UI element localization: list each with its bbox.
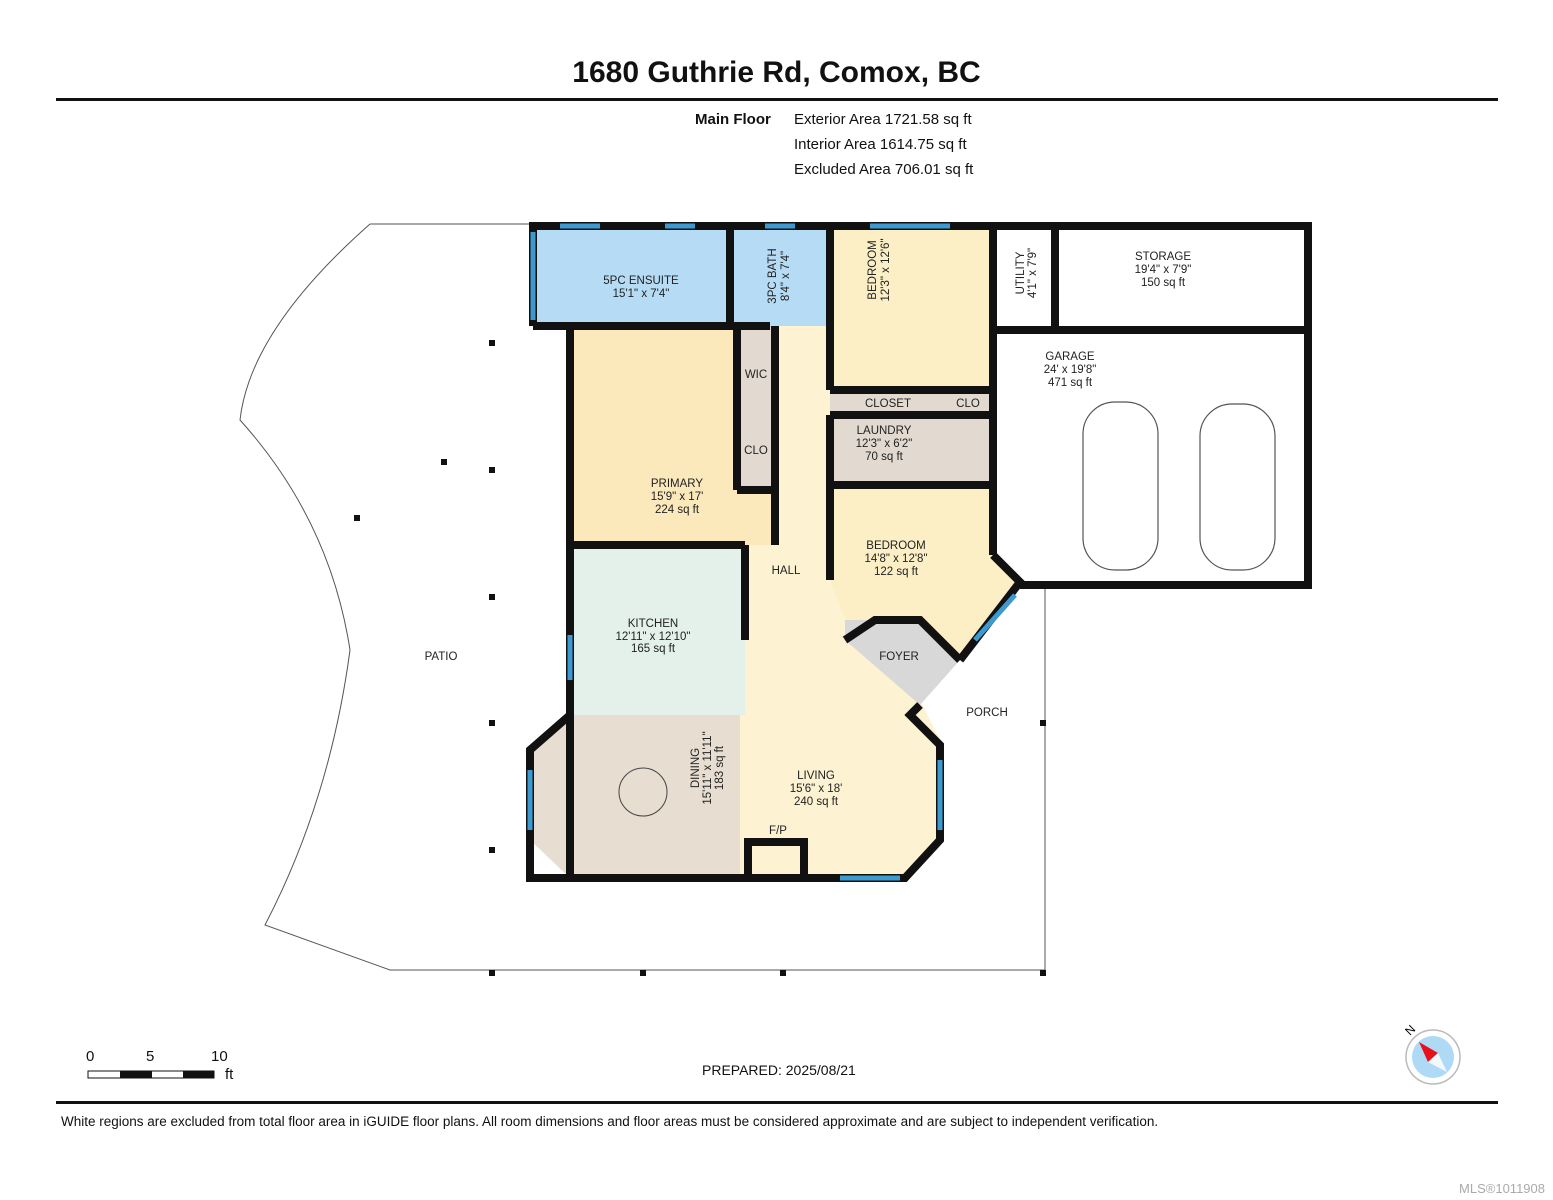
footer-divider	[56, 1101, 1498, 1104]
label-laundry: LAUNDRY	[857, 425, 912, 437]
area-primary: 224 sq ft	[655, 504, 700, 516]
scale-tick-10: 10	[211, 1048, 228, 1065]
room-clo-2	[945, 390, 993, 415]
label-hall: HALL	[772, 565, 801, 577]
dims-primary: 15'9" x 17'	[651, 491, 704, 503]
label-garage: GARAGE	[1045, 351, 1095, 363]
dims-laundry: 12'3" x 6'2"	[856, 438, 913, 450]
room-clo-1	[737, 420, 775, 490]
patio-outline	[239, 223, 1046, 971]
car-icons	[1082, 401, 1276, 571]
windows	[527, 223, 1017, 881]
dims-garage: 24' x 19'8"	[1044, 364, 1097, 376]
dims-bedroom-1: 12'3" x 12'6"	[880, 238, 892, 301]
label-storage: STORAGE	[1135, 251, 1191, 263]
label-wic: WIC	[745, 369, 767, 381]
label-bedroom-2: BEDROOM	[866, 540, 925, 552]
prepared-date: PREPARED: 2025/08/21	[702, 1062, 856, 1078]
patio-posts	[354, 340, 1046, 976]
room-foyer	[845, 620, 960, 705]
footnote: White regions are excluded from total fl…	[61, 1114, 1159, 1129]
dims-dining: 15'11" x 11'11"	[702, 731, 714, 804]
room-ensuite	[533, 226, 730, 326]
room-bedroom-1	[830, 226, 993, 390]
dims-bedroom-2: 14'8" x 12'8"	[864, 553, 927, 565]
room-garage	[993, 330, 1308, 585]
room-storage	[1055, 226, 1308, 330]
scale-tick-5: 5	[146, 1048, 155, 1065]
label-dining: DINING	[690, 748, 702, 788]
area-laundry: 70 sq ft	[865, 451, 904, 463]
label-clo-2: CLO	[956, 398, 980, 410]
label-foyer: FOYER	[879, 651, 919, 663]
label-clo-1: CLO	[744, 445, 768, 457]
area-storage: 150 sq ft	[1141, 277, 1186, 289]
dims-ensuite: 15'1" x 7'4"	[613, 288, 670, 300]
room-laundry	[830, 415, 993, 485]
scale-tick-0: 0	[86, 1048, 95, 1065]
page-title: 1680 Guthrie Rd, Comox, BC	[572, 56, 981, 89]
room-dining	[530, 715, 740, 878]
area-dining: 183 sq ft	[714, 745, 726, 790]
label-3pc-bath: 3PC BATH	[767, 248, 779, 303]
label-fireplace: F/P	[769, 825, 787, 837]
room-hall-living	[740, 326, 940, 878]
room-labels: 5PC ENSUITE 15'1" x 7'4" 3PC BATH 8'4" x…	[425, 238, 1192, 837]
area-bedroom-2: 122 sq ft	[874, 566, 919, 578]
label-porch: PORCH	[966, 707, 1008, 719]
mls-watermark: MLS®1011908	[1459, 1181, 1545, 1196]
dims-living: 15'6" x 18'	[790, 783, 843, 795]
label-living: LIVING	[797, 770, 835, 782]
dining-table-icon	[618, 767, 668, 817]
interior-area: Interior Area 1614.75 sq ft	[794, 136, 967, 153]
scale-unit: ft	[225, 1066, 234, 1083]
dims-kitchen: 12'11" x 12'10"	[615, 631, 690, 643]
room-closet	[830, 390, 945, 415]
excluded-area: Excluded Area 706.01 sq ft	[794, 161, 974, 178]
room-3pc-bath	[730, 226, 830, 326]
label-closet: CLOSET	[865, 398, 911, 410]
area-living: 240 sq ft	[794, 796, 839, 808]
label-kitchen: KITCHEN	[628, 618, 678, 630]
room-kitchen	[570, 548, 745, 715]
label-utility: UTILITY	[1015, 251, 1027, 294]
room-wic	[737, 326, 775, 420]
room-utility	[993, 226, 1055, 330]
area-garage: 471 sq ft	[1048, 377, 1093, 389]
dims-storage: 19'4" x 7'9"	[1135, 264, 1192, 276]
scale-bar	[87, 1070, 215, 1079]
compass-icon: N	[1402, 1022, 1461, 1085]
header-divider	[56, 98, 1498, 101]
label-ensuite: 5PC ENSUITE	[603, 275, 679, 287]
label-patio: PATIO	[425, 651, 458, 663]
exterior-area: Exterior Area 1721.58 sq ft	[794, 111, 972, 128]
label-bedroom-1: BEDROOM	[867, 240, 879, 299]
dims-3pc-bath: 8'4" x 7'4"	[780, 251, 792, 301]
area-kitchen: 165 sq ft	[631, 643, 676, 655]
dims-utility: 4'1" x 7'9"	[1027, 248, 1039, 298]
label-primary: PRIMARY	[651, 478, 704, 490]
floor-name: Main Floor	[695, 111, 771, 128]
